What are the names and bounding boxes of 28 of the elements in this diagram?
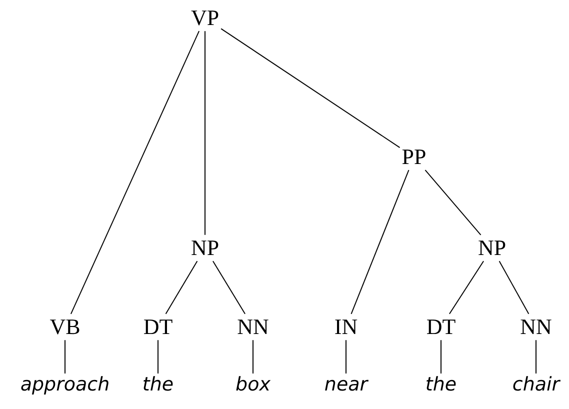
tree-branch [165,260,198,314]
category-label: VB [48,314,82,340]
category-label: NP [476,234,508,262]
tree-branch [350,170,410,314]
word-label: box [234,374,272,396]
tree-branch [498,260,530,314]
word-label: approach [18,374,112,396]
category-label: NN [235,314,271,340]
word-label: near [322,374,370,396]
tree-branch [212,260,246,314]
category-label: PP [400,144,428,170]
tree-branch [252,340,254,374]
category-label: VP [188,4,222,32]
tree-branch [70,30,200,314]
tree-branch [440,340,442,374]
category-label: NN [518,314,554,340]
tree-branch [448,260,484,314]
tree-branch [220,28,400,148]
category-label: NP [188,234,222,262]
category-label: IN [332,314,360,340]
category-label: DT [424,314,458,340]
category-label: DT [141,314,175,340]
tree-branch [64,340,66,374]
tree-branch [424,170,482,236]
tree-branch [204,30,206,236]
word-label: chair [510,374,562,396]
word-label: the [140,374,176,396]
word-label: the [423,374,459,396]
